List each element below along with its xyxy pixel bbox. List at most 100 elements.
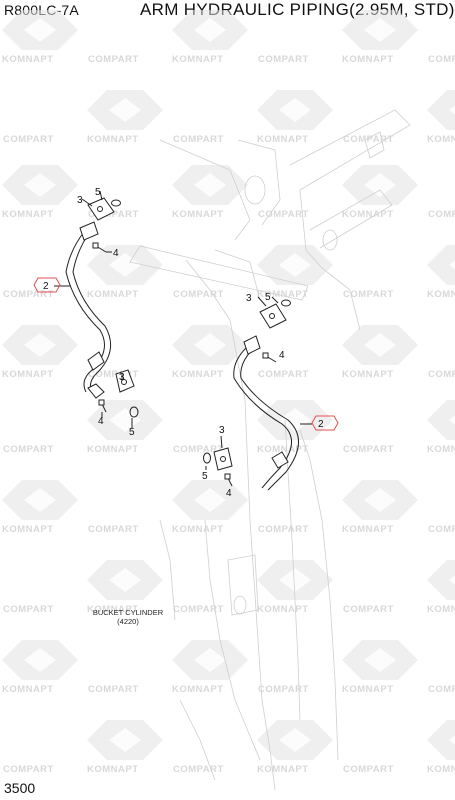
watermark-logo: [427, 560, 455, 600]
watermark-logo: [87, 560, 163, 600]
watermark-text-komnapt: KOMNAPT: [2, 369, 54, 380]
watermark-text-compart: COMPART: [3, 764, 54, 775]
watermark-text-komnapt: KOMNAPT: [172, 684, 224, 695]
watermark-text-komnapt: KOMNAPT: [87, 764, 139, 775]
watermark-text-compart: COMPART: [173, 134, 224, 145]
watermark-text-compart: COMPART: [88, 369, 139, 380]
watermark-logo: [172, 640, 248, 680]
watermark-text-compart: COMPART: [173, 604, 224, 615]
page-number: 3500: [4, 780, 36, 796]
watermark-logo: [427, 245, 455, 285]
callout-5-top-right: 5: [265, 292, 271, 303]
watermark-text-komnapt: KOMNAPT: [2, 684, 54, 695]
watermark-text-compart: COMPART: [343, 444, 394, 455]
watermark-text-komnapt: KOMNAPT: [2, 524, 54, 535]
watermark-logo: [342, 480, 418, 520]
callout-5-top-left: 5: [95, 187, 101, 198]
watermark-text-komnapt: KOMNAPT: [2, 54, 54, 65]
callout-4-top-right: 4: [279, 350, 285, 361]
watermark-logo: [2, 10, 78, 50]
watermark-logo: [87, 720, 163, 760]
watermark-logo: [87, 245, 163, 285]
watermark-text-komnapt: KOMNAPT: [342, 524, 394, 535]
watermark-text-compart: COMPART: [428, 209, 455, 220]
watermark-logo: [342, 165, 418, 205]
watermark-text-compart: COMPART: [343, 289, 394, 300]
watermark-text-compart: COMPART: [173, 289, 224, 300]
callout-3-top-left: 3: [77, 195, 83, 206]
watermark-text-komnapt: KOMNAPT: [87, 134, 139, 145]
watermark-logo: [2, 325, 78, 365]
watermark-text-komnapt: KOMNAPT: [342, 684, 394, 695]
o-ring-part-5: [111, 199, 121, 207]
watermark-text-komnapt: KOMNAPT: [427, 764, 455, 775]
watermark-text-compart: COMPART: [258, 684, 309, 695]
watermark-logo: [2, 640, 78, 680]
watermark-text-komnapt: KOMNAPT: [342, 369, 394, 380]
watermark-logo: [257, 90, 333, 130]
left-pipe-assembly: [54, 190, 139, 428]
watermark-text-komnapt: KOMNAPT: [257, 604, 309, 615]
watermark-text-komnapt: KOMNAPT: [87, 289, 139, 300]
highlight-markers: [33, 277, 339, 431]
watermark-text-compart: COMPART: [258, 209, 309, 220]
watermark-text-compart: COMPART: [343, 764, 394, 775]
watermark-logo: [172, 165, 248, 205]
watermark-logo: [87, 90, 163, 130]
watermark-logo: [257, 720, 333, 760]
watermark-text-komnapt: KOMNAPT: [427, 134, 455, 145]
watermark-text-compart: COMPART: [428, 524, 455, 535]
watermark-logo: [342, 10, 418, 50]
callout-4-top-left: 4: [113, 248, 119, 259]
watermark-text-compart: COMPART: [3, 289, 54, 300]
watermark-text-compart: COMPART: [343, 604, 394, 615]
bucket-cylinder-caption: BUCKET CYLINDER (4220): [93, 608, 164, 626]
watermark-text-komnapt: KOMNAPT: [172, 369, 224, 380]
watermark-text-komnapt: KOMNAPT: [172, 209, 224, 220]
hex-marker-left: [33, 277, 61, 293]
caption-line-1: BUCKET CYLINDER: [93, 608, 164, 617]
watermark-text-compart: COMPART: [3, 604, 54, 615]
watermark-logo: [87, 400, 163, 440]
callout-3-mid-left: 3: [119, 372, 125, 383]
watermark-text-komnapt: KOMNAPT: [257, 764, 309, 775]
watermark-text-compart: COMPART: [173, 444, 224, 455]
watermark-text-komnapt: KOMNAPT: [257, 444, 309, 455]
watermark-logo: [342, 640, 418, 680]
watermark-logo: [427, 400, 455, 440]
callout-3-top-right: 3: [246, 293, 252, 304]
callout-4-bottom-right: 4: [226, 488, 232, 499]
watermark-text-komnapt: KOMNAPT: [342, 54, 394, 65]
watermark-text-compart: COMPART: [173, 764, 224, 775]
watermark-logo: [172, 480, 248, 520]
callout-2-right: 2: [318, 419, 324, 430]
watermark-logo: [257, 245, 333, 285]
watermark-text-compart: COMPART: [343, 134, 394, 145]
watermark-text-komnapt: KOMNAPT: [427, 604, 455, 615]
watermark-text-komnapt: KOMNAPT: [342, 209, 394, 220]
watermark-text-komnapt: KOMNAPT: [87, 444, 139, 455]
watermark-text-komnapt: KOMNAPT: [172, 524, 224, 535]
watermark-logo: [2, 165, 78, 205]
watermark-text-compart: COMPART: [88, 684, 139, 695]
watermark-text-komnapt: KOMNAPT: [87, 604, 139, 615]
watermark-logo: [257, 400, 333, 440]
watermark-text-compart: COMPART: [88, 54, 139, 65]
watermark-logo: [257, 560, 333, 600]
watermark-text-komnapt: KOMNAPT: [257, 289, 309, 300]
hex-marker-right: [311, 415, 339, 431]
watermark-logo: [172, 325, 248, 365]
watermark-logo: [2, 480, 78, 520]
watermark-text-komnapt: KOMNAPT: [427, 289, 455, 300]
watermark-text-compart: COMPART: [3, 444, 54, 455]
callout-5-bottom-right: 5: [202, 471, 208, 482]
watermark-text-compart: COMPART: [88, 209, 139, 220]
caption-line-2: (4220): [117, 617, 139, 626]
watermark-text-compart: COMPART: [428, 684, 455, 695]
callout-5-mid-left: 5: [129, 427, 135, 438]
right-pipe-assembly: [203, 296, 312, 491]
watermark-text-komnapt: KOMNAPT: [257, 134, 309, 145]
watermark-text-compart: COMPART: [258, 369, 309, 380]
